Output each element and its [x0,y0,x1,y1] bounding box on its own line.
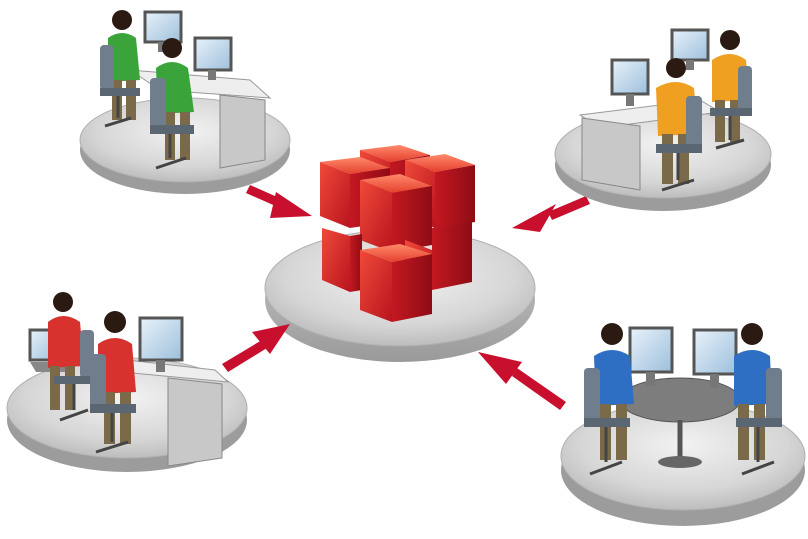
monitor-icon [628,326,674,386]
arrows [222,185,590,410]
chair-icon [90,354,136,454]
chair-icon [584,368,630,476]
round-table [619,377,741,468]
cube-stack-icon [320,145,475,322]
chair-icon [736,368,782,476]
monitor-icon [610,58,650,106]
workgroup-top-right [554,28,772,211]
arrow-from-bottom-left [222,324,290,372]
workgroup-bottom-right [560,323,806,526]
chair-icon [100,45,140,128]
chair-icon [150,78,194,170]
monitor-icon [670,28,710,70]
cube [360,174,432,252]
cube [360,244,432,322]
person-icon [98,311,136,444]
chair-icon [656,96,702,192]
workgroup-bottom-left [6,292,248,472]
person-icon [48,292,84,410]
chair-icon [710,66,752,150]
monitor-icon [143,10,183,52]
workgroup-top-left [79,10,291,194]
monitor-icon [692,328,738,388]
monitor-icon [193,36,233,80]
center-hub [264,145,536,362]
cube [322,228,362,292]
arrow-from-top-right [512,196,590,232]
monitor-icon [138,316,184,372]
arrow-from-bottom-right [478,352,566,410]
arrow-from-top-left [246,185,312,218]
